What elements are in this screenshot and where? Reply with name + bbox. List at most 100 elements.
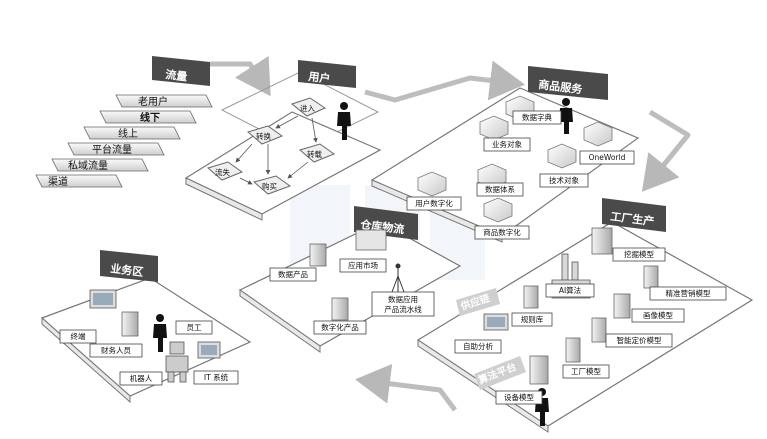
label-text: 员工 — [187, 323, 202, 332]
label-digital-product: 数字化产品 — [313, 320, 367, 335]
label-data-product: 数据产品 — [269, 267, 317, 282]
factory-block: 工厂生产 挖掘模型 精准营销模型 — [416, 198, 754, 433]
label-text: 应用市场 — [348, 260, 378, 270]
label-data-dictionary: 数据字典 — [512, 110, 562, 125]
label-user-digitization: 用户数字化 — [406, 196, 462, 211]
flow-arrows — [210, 55, 691, 412]
label-text: 工厂模型 — [571, 366, 601, 376]
state-node: 流失 — [206, 161, 244, 181]
label-robot: 机器人 — [119, 371, 163, 386]
label-text: 自助分析 — [463, 341, 493, 351]
stripe-label: 私域流量 — [68, 159, 108, 172]
node-label-purchase: 购买 — [262, 181, 277, 191]
label-text: 数据字典 — [522, 112, 552, 122]
label-finance-staff: 财务人员 — [89, 343, 143, 358]
person-icon — [153, 314, 167, 352]
flow-block: 老用户 线下 线上 平台流量 私域流量 渠道 流量 — [35, 56, 213, 188]
it-system-icon — [197, 341, 221, 359]
label-data-system: 数据体系 — [476, 182, 524, 197]
server-icon — [523, 227, 659, 385]
stripe-label: 老用户 — [138, 95, 168, 108]
factory-header-label: 工厂生产 — [610, 209, 655, 228]
label-self-analysis: 自助分析 — [454, 339, 502, 354]
label-employee: 员工 — [175, 320, 213, 335]
label-text: OneWorld — [589, 153, 626, 162]
label-data-app-pipeline: 数据应用产品流水线 — [371, 291, 435, 317]
state-node: 购买 — [252, 175, 292, 195]
label-oneworld: OneWorld — [579, 150, 635, 165]
user-block: 用户 进入 转换 转载 流失 购买 — [184, 60, 382, 221]
node-links — [235, 115, 318, 185]
stripe-1: 老用户 — [115, 94, 213, 108]
label-app-market: 应用市场 — [339, 258, 387, 273]
goods-header-label: 商品服务 — [538, 77, 584, 96]
label-text: 挖掘模型 — [624, 249, 654, 259]
label-ai-algorithm: AI算法 — [545, 283, 595, 298]
label-text: 财务人员 — [101, 345, 131, 355]
arrow-goods-to-factory — [641, 109, 691, 192]
label-text: 终端 — [71, 331, 86, 341]
label-text: 精准营销模型 — [666, 288, 711, 298]
label-text: 机器人 — [130, 373, 153, 383]
server-icon — [121, 311, 139, 337]
stripe-4: 平台流量 — [67, 142, 165, 156]
label-business-object: 业务对象 — [483, 137, 531, 152]
stripe-label: 线上 — [118, 127, 138, 140]
label-mining-model: 挖掘模型 — [612, 247, 666, 262]
antenna-icon — [391, 263, 405, 293]
server-icon — [309, 243, 349, 321]
label-text: 画像模型 — [643, 310, 673, 320]
arrow-flow-to-user — [210, 55, 271, 97]
business-block: 业务区 终端 员工 — [40, 250, 252, 404]
arrow-user-to-goods — [364, 60, 525, 103]
arrow-factory-to-warehouse — [355, 363, 457, 412]
monitor-icon — [89, 289, 117, 309]
user-header-label: 用户 — [308, 69, 332, 86]
flow-header-label: 流量 — [165, 67, 189, 84]
label-terminal: 终端 — [59, 329, 97, 344]
state-node: 转换 — [246, 125, 284, 145]
stripe-6: 渠道 — [35, 174, 123, 188]
label-equipment-model: 设备模型 — [495, 390, 543, 405]
label-tech-object: 技术对象 — [539, 173, 589, 188]
label-profile-model: 画像模型 — [631, 308, 685, 323]
label-text: 智能定价模型 — [617, 335, 662, 345]
goods-header: 商品服务 — [528, 66, 608, 100]
node-label-enter: 进入 — [300, 104, 315, 113]
stripe-3: 线上 — [83, 126, 181, 140]
node-label-transfer: 转载 — [307, 149, 322, 159]
monitor-icon — [483, 313, 509, 331]
person-icon — [559, 98, 573, 134]
robot-icon — [165, 341, 189, 383]
state-node: 进入 — [290, 97, 327, 117]
label-text: 业务对象 — [492, 139, 522, 149]
label-text: 数据体系 — [485, 184, 515, 194]
node-label-convert: 转换 — [256, 131, 271, 141]
label-precision-marketing-model: 精准营销模型 — [649, 286, 727, 301]
user-platform — [184, 111, 382, 215]
label-smart-pricing-model: 智能定价模型 — [605, 333, 673, 348]
label-factory-model: 工厂模型 — [562, 364, 610, 379]
stripe-label: 平台流量 — [92, 143, 132, 156]
user-header: 用户 — [298, 60, 356, 88]
warehouse-block: 仓库物流 数据产品 应用市场 数据应用产品流水线 数字化产 — [238, 206, 462, 353]
label-text: 数据应用产品流水线 — [384, 294, 422, 314]
factory-header: 工厂生产 — [602, 198, 666, 232]
state-node: 转载 — [298, 143, 336, 163]
label-text: 商品数字化 — [483, 227, 521, 237]
flow-header: 流量 — [152, 56, 210, 86]
stripe-label: 渠道 — [48, 175, 68, 188]
person-icon — [337, 102, 351, 140]
label-text: 数据产品 — [278, 269, 308, 279]
label-text: 规则库 — [521, 314, 544, 324]
business-header: 业务区 — [100, 250, 158, 282]
goods-block: 商品服务 数据字典 业务对象 OneWorld — [370, 66, 640, 243]
stripe-2: 线下 — [99, 110, 197, 124]
label-text: 数字化产品 — [321, 322, 359, 332]
label-text: 技术对象 — [549, 175, 579, 185]
label-goods-digitization: 商品数字化 — [474, 225, 530, 240]
stripe-label: 线下 — [140, 111, 160, 124]
business-header-label: 业务区 — [110, 261, 144, 279]
app-store-icon — [355, 229, 387, 251]
